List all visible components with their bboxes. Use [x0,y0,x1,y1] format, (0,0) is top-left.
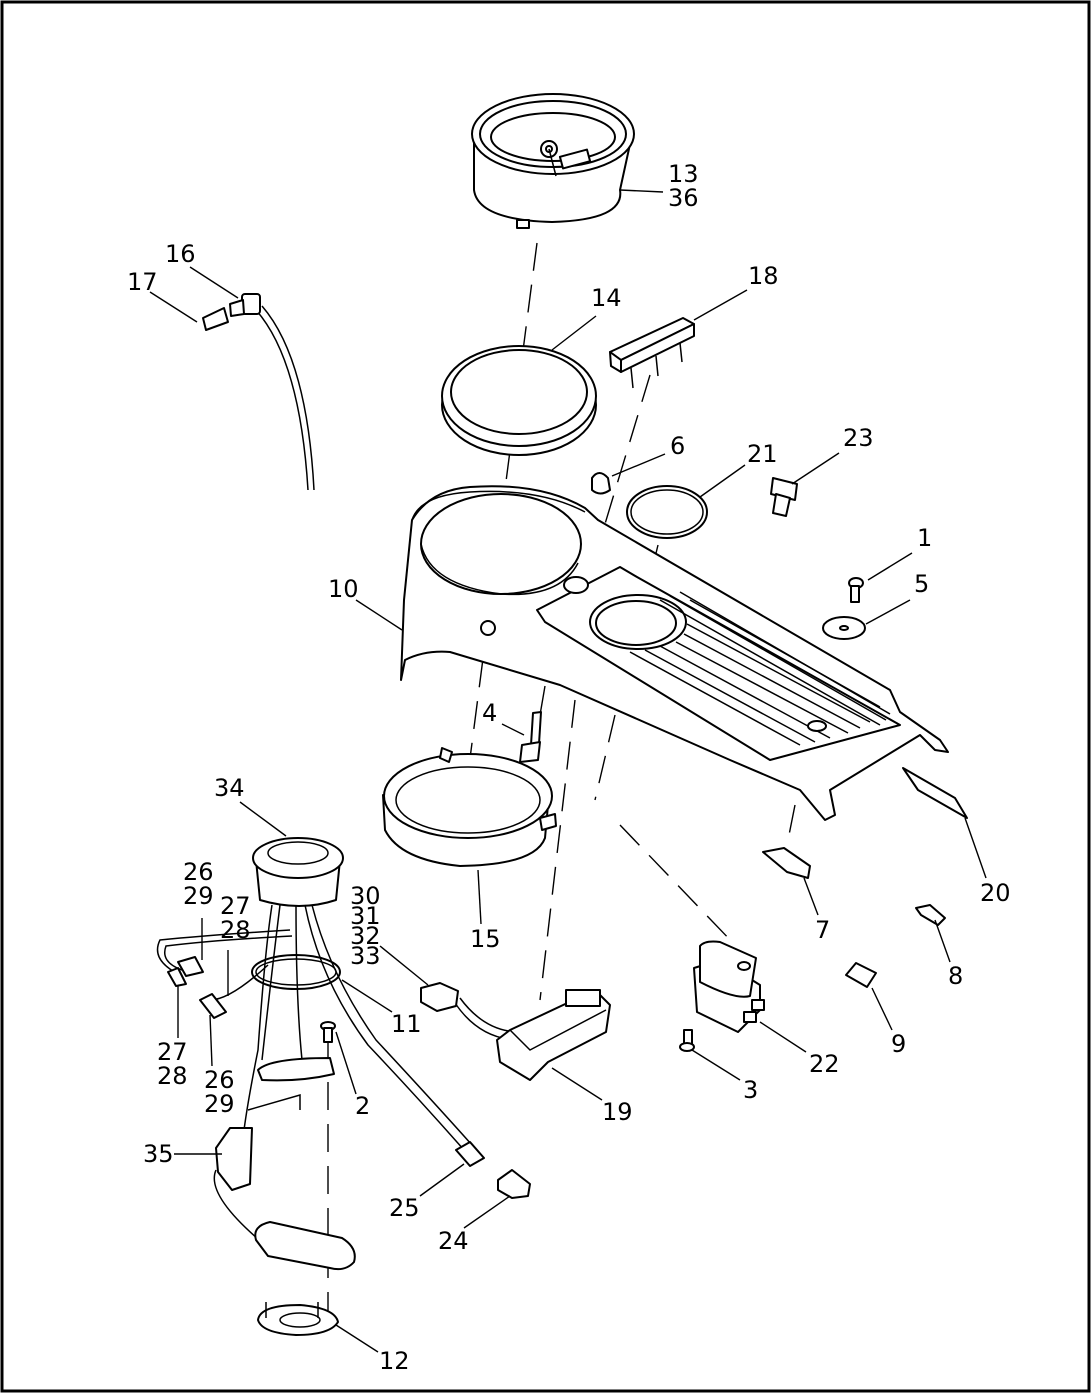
pump-screw-part [320,1021,336,1043]
callout-32: 32 [350,922,381,950]
leader-lines [149,189,987,1353]
retainer-plate-part [257,1302,339,1336]
wire-terminal-part [455,1141,485,1167]
o-ring-part [626,485,708,539]
callout-15: 15 [470,925,501,953]
callout-22: 22 [809,1050,840,1078]
indicator-lens-part [609,317,695,389]
callout-21: 21 [747,440,778,468]
callout-11: 11 [391,1010,422,1038]
callout-29-bottom: 29 [204,1090,235,1118]
fuel-pump-wiring [156,904,473,1151]
callout-14: 14 [591,284,622,312]
callout-16: 16 [165,240,196,268]
knob-part [591,472,611,495]
callout-25: 25 [389,1194,420,1222]
callout-30: 30 [350,882,381,910]
callout-35: 35 [143,1140,174,1168]
callout-19: 19 [602,1098,633,1126]
fuse-connector-c [199,993,227,1019]
callout-7: 7 [815,916,830,944]
plug-connector-part [497,1169,531,1199]
callout-6: 6 [670,432,685,460]
screw-part [848,577,864,603]
callout-29-top: 29 [183,882,214,910]
sensor-wire-part [202,293,315,491]
trim-strip-part [902,767,968,819]
callout-20: 20 [980,879,1011,907]
fuse-connector-b [167,967,187,987]
callout-9: 9 [891,1030,906,1058]
pump-bracket-part [257,1057,335,1082]
washer-part [822,616,866,640]
stud-part [519,711,542,763]
callout-13: 13 [668,160,699,188]
fuse-connector-a [177,956,204,977]
console-housing-part [400,485,949,821]
clip-part [762,847,811,879]
callout-2: 2 [355,1092,370,1120]
callout-31: 31 [350,902,381,930]
callout-33: 33 [350,942,381,970]
speedometer-part [471,93,635,229]
callout-3: 3 [743,1076,758,1104]
gasket-ring-part [441,345,597,456]
callout-27-bottom: 27 [157,1038,188,1066]
switch-part [693,940,765,1033]
callout-26-bottom: 26 [204,1066,235,1094]
callout-28-top: 28 [220,916,251,944]
connector-module-part [420,982,611,1081]
small-clip-part [915,904,946,926]
fuel-level-sender-part [213,1094,356,1271]
key-part [770,477,798,517]
callout-26-top: 26 [183,858,214,886]
callout-labels: 13 36 16 17 14 18 6 21 23 1 5 10 4 34 26… [127,160,1011,1375]
callout-17: 17 [127,268,158,296]
callout-1: 1 [917,524,932,552]
cup-ring-part [382,747,557,867]
fuel-pump-cap-part [252,837,344,907]
callout-36: 36 [668,184,699,212]
callout-8: 8 [948,962,963,990]
callout-27-top: 27 [220,892,251,920]
callout-23: 23 [843,424,874,452]
callout-34: 34 [214,774,245,802]
callout-5: 5 [914,570,929,598]
callout-24: 24 [438,1227,469,1255]
callout-18: 18 [748,262,779,290]
callout-4: 4 [482,699,497,727]
callout-28-bottom: 28 [157,1062,188,1090]
switch-screw-part [679,1029,695,1052]
callout-10: 10 [328,575,359,603]
callout-12: 12 [379,1347,410,1375]
cable-clip-part [845,962,877,988]
